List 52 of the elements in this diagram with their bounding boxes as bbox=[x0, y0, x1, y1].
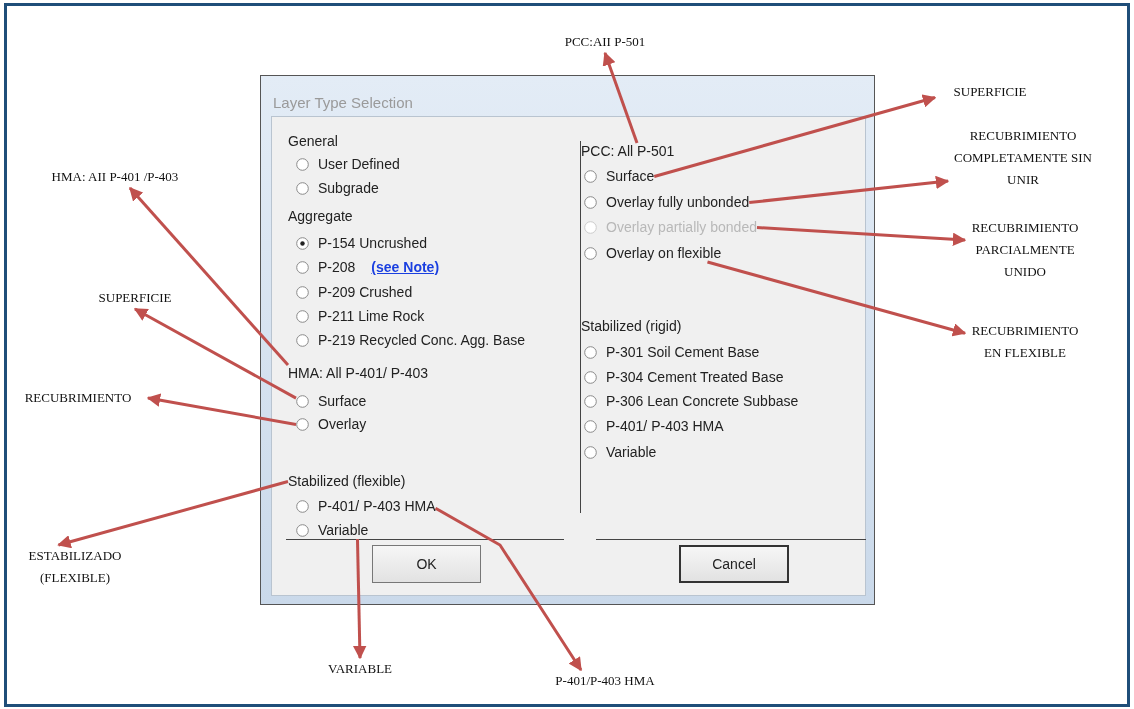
group-heading: PCC: All P-501 bbox=[581, 143, 675, 160]
radio-option: P-209 Crushed bbox=[296, 284, 413, 301]
arrow bbox=[707, 260, 967, 337]
arrow bbox=[133, 307, 297, 400]
radio-option: Surface bbox=[296, 393, 367, 410]
annotation-text: SUPERFICIE bbox=[935, 81, 1045, 103]
annotation-text: RECUBRIMIENTO PARCIALMENTE UNIDO bbox=[965, 217, 1085, 283]
arrow bbox=[602, 51, 639, 144]
arrow bbox=[146, 393, 297, 426]
arrow bbox=[128, 187, 290, 366]
radio-option: Overlay fully unbonded bbox=[584, 194, 750, 211]
arrow bbox=[57, 480, 289, 549]
radio-option: Variable bbox=[296, 522, 369, 539]
ok-button: OK bbox=[372, 545, 481, 583]
radio-option: Overlay bbox=[296, 416, 367, 433]
radio-option: P-211 Lime Rock bbox=[296, 308, 425, 325]
arrow bbox=[353, 538, 367, 660]
group-heading: Stabilized (rigid) bbox=[581, 318, 682, 335]
annotation-text: P-401/P-403 HMA bbox=[545, 670, 665, 692]
annotation-text: RECUBRIMIENTO bbox=[8, 387, 148, 409]
arrow bbox=[749, 175, 950, 204]
arrow bbox=[756, 226, 967, 247]
radio-option: P-304 Cement Treated Base bbox=[584, 369, 784, 386]
see-note-link: (see Note) bbox=[371, 259, 440, 276]
group-heading: General bbox=[288, 133, 338, 150]
radio-option: P-301 Soil Cement Base bbox=[584, 344, 760, 361]
group-heading: Aggregate bbox=[288, 208, 353, 225]
annotation-text: HMA: AII P-401 /P-403 bbox=[40, 166, 190, 188]
radio-option: P-208 (see Note) bbox=[296, 259, 440, 276]
annotation-text: PCC:AII P-501 bbox=[560, 31, 650, 53]
cancel-button: Cancel bbox=[679, 545, 789, 583]
group-heading: Stabilized (flexible) bbox=[288, 473, 406, 490]
radio-option: Subgrade bbox=[296, 180, 379, 197]
annotation-text: SUPERFICIE bbox=[80, 287, 190, 309]
radio-option: Surface bbox=[584, 168, 655, 185]
group-heading: HMA: All P-401/ P-403 bbox=[288, 365, 429, 382]
annotation-text: RECUBRIMIENTO COMPLETAMENTE SIN UNIR bbox=[948, 125, 1098, 191]
radio-option: P-401/ P-403 HMA bbox=[296, 498, 436, 515]
radio-option: Overlay partially bonded bbox=[584, 219, 757, 236]
arrow bbox=[434, 506, 583, 672]
radio-option: User Defined bbox=[296, 156, 400, 173]
annotation-text: RECUBRIMIENTO EN FLEXIBLE bbox=[965, 320, 1085, 364]
annotation-text: VARIABLE bbox=[315, 658, 405, 680]
radio-option: P-306 Lean Concrete Subbase bbox=[584, 393, 799, 410]
annotation-text: ESTABILIZADO (FLEXIBLE) bbox=[20, 545, 130, 589]
arrow bbox=[653, 94, 937, 178]
radio-option: Overlay on flexible bbox=[584, 245, 722, 262]
radio-option: P-219 Recycled Conc. Agg. Base bbox=[296, 332, 525, 349]
radio-option: P-154 Uncrushed bbox=[296, 235, 427, 252]
radio-option: Variable bbox=[584, 444, 657, 461]
dialog-title: Layer Type Selection bbox=[273, 94, 413, 111]
radio-option: P-401/ P-403 HMA bbox=[584, 418, 724, 435]
